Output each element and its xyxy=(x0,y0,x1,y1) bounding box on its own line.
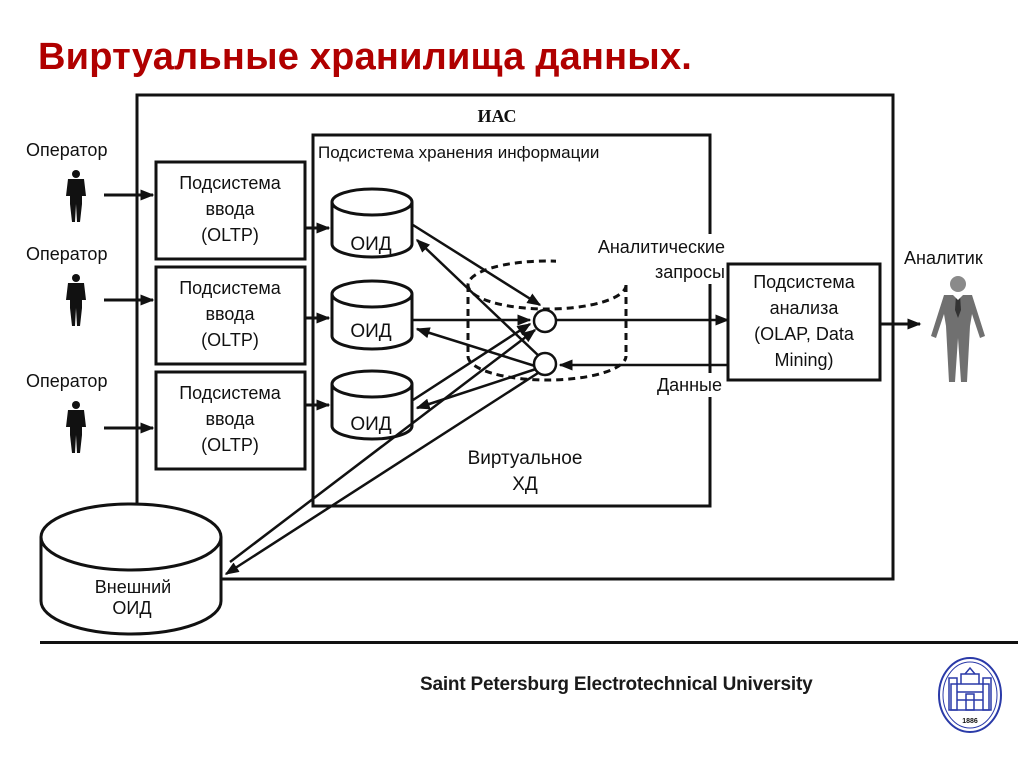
analyst-label: Аналитик xyxy=(904,248,983,268)
analytic-queries-label-bg xyxy=(556,234,726,284)
arrow-db3-to-query-node xyxy=(412,322,532,402)
input-subsystem-line1: Подсистема xyxy=(179,173,282,193)
storage-subsystem-label: Подсистема хранения информации xyxy=(318,143,599,162)
input-subsystem-line3: (OLTP) xyxy=(201,225,259,245)
analysis-subsystem-line1: Подсистема xyxy=(753,272,856,292)
database-label: ОИД xyxy=(350,234,391,255)
analysis-subsystem-line2: анализа xyxy=(770,298,840,318)
analyst-label-clip: Аналитик xyxy=(904,248,983,268)
input-subsystem-line3: (OLTP) xyxy=(201,330,259,350)
external-db-line1: Внешний xyxy=(95,577,171,597)
analytic-queries-label-line1: Аналитические xyxy=(598,237,725,257)
input-subsystem-line1: Подсистема xyxy=(179,278,282,298)
operator-2: Оператор xyxy=(26,244,107,326)
university-name: Saint Petersburg Electrotechnical Univer… xyxy=(420,674,813,695)
data-label: Данные xyxy=(657,375,722,395)
virtual-dw-label-line2: ХД xyxy=(512,474,538,495)
input-subsystem-line2: ввода xyxy=(205,409,255,429)
input-subsystem-1: Подсистема ввода (OLTP) xyxy=(154,160,307,261)
footer-divider xyxy=(40,641,1018,644)
ias-label: ИАС xyxy=(477,106,516,126)
input-subsystem-line3: (OLTP) xyxy=(201,435,259,455)
slide-title: Виртуальные хранилища данных. xyxy=(38,36,693,78)
analysis-subsystem-line4: Mining) xyxy=(774,350,833,370)
arrow-data-node-to-db3 xyxy=(415,367,537,410)
arrow-db1-to-query-node xyxy=(412,223,542,307)
arrow-data-node-to-db2 xyxy=(415,327,536,368)
operator-label: Оператор xyxy=(26,244,107,264)
analytic-queries-label-line2: запросы xyxy=(655,262,725,282)
virtual-dw-label-line1: Виртуальное xyxy=(468,448,583,469)
analysis-subsystem: Подсистема анализа (OLAP, Data Mining) xyxy=(726,262,882,382)
database-label: ОИД xyxy=(350,321,391,342)
input-subsystem-line1: Подсистема xyxy=(179,383,282,403)
analysis-subsystem-line3: (OLAP, Data xyxy=(754,324,855,344)
input-subsystem-2: Подсистема ввода (OLTP) xyxy=(154,265,307,366)
person-icon xyxy=(66,274,86,326)
input-subsystem-line2: ввода xyxy=(205,304,255,324)
operator-label: Оператор xyxy=(26,371,107,391)
logo-year: 1886 xyxy=(962,718,978,725)
database-3: ОИД xyxy=(330,369,414,441)
arrow-data-node-to-external xyxy=(224,371,539,576)
ias-box xyxy=(135,93,895,581)
person-icon xyxy=(66,401,86,453)
operator-3: Оператор xyxy=(26,371,107,453)
query-node xyxy=(532,308,558,334)
data-label-bg xyxy=(634,373,726,397)
data-node xyxy=(532,351,558,377)
input-subsystem-3: Подсистема ввода (OLTP) xyxy=(154,370,307,471)
database-1: ОИД xyxy=(330,187,414,259)
input-subsystem-line2: ввода xyxy=(205,199,255,219)
external-db-line2: ОИД xyxy=(112,598,151,618)
arrow-data-node-to-db1 xyxy=(415,239,542,359)
analyst-person-icon xyxy=(931,276,985,382)
external-database: Внешний ОИД xyxy=(39,502,223,636)
operator-label: Оператор xyxy=(26,140,107,160)
person-icon xyxy=(66,170,86,222)
university-logo-icon: 1886 xyxy=(938,657,1002,733)
database-label: ОИД xyxy=(350,414,391,435)
arrow-external-to-query-node xyxy=(229,329,537,563)
operator-1: Оператор xyxy=(26,140,107,222)
database-2: ОИД xyxy=(330,279,414,351)
